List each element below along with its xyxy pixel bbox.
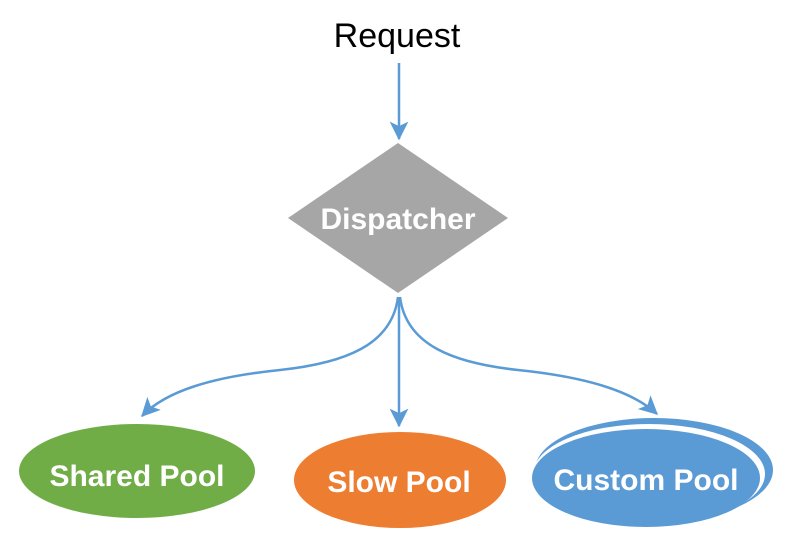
shared-pool-ellipse [19,424,255,518]
slow-pool-ellipse [294,432,506,528]
slow-pool-node-label: Slow Pool [327,466,470,499]
shared-pool-node-label: Shared Pool [49,460,224,493]
custom-pool-node-label: Custom Pool [554,464,739,497]
custom-pool-front-ellipse [532,429,760,527]
custom-pool-stacked-ellipse [532,418,773,527]
dispatcher-diamond [288,143,508,293]
dispatcher-node-label: Dispatcher [320,203,475,236]
request-node-label: Request [334,17,461,55]
dispatcher-to-custom-pool-arrow [398,296,658,415]
dispatcher-to-shared-pool-arrow [141,296,400,417]
